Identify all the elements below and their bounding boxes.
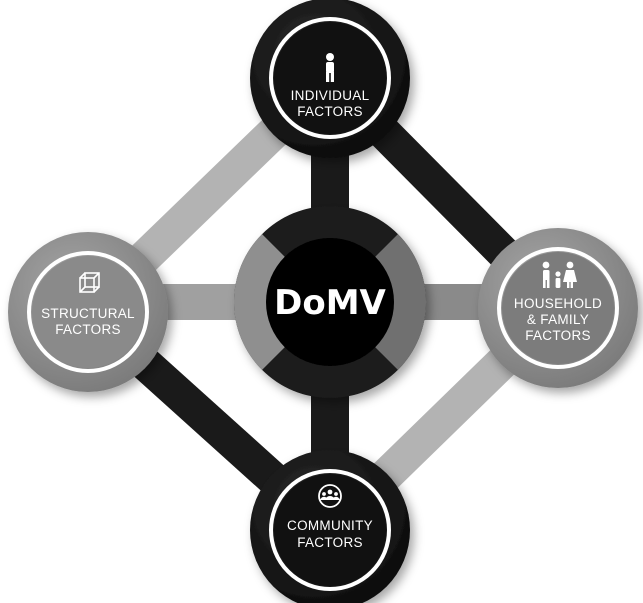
- center-label: DoMV: [274, 283, 386, 323]
- community-label-line2: FACTORS: [297, 535, 363, 550]
- household-label-line2: & FAMILY: [527, 312, 589, 327]
- family-icon: [542, 261, 577, 288]
- cube-icon: [79, 272, 100, 293]
- structural-label-line1: STRUCTURAL: [41, 306, 135, 321]
- household-label-line3: FACTORS: [525, 328, 591, 343]
- structural-label-line2: FACTORS: [55, 322, 121, 337]
- node-community: COMMUNITY FACTORS: [250, 450, 410, 603]
- node-household: HOUSEHOLD & FAMILY FACTORS: [478, 228, 638, 388]
- community-label-line1: COMMUNITY: [287, 518, 373, 533]
- individual-label-line1: INDIVIDUAL: [291, 88, 370, 103]
- group-icon: [318, 484, 342, 508]
- individual-label-line2: FACTORS: [297, 104, 363, 119]
- center-node: [233, 206, 427, 398]
- person-icon: [326, 53, 334, 82]
- node-individual: INDIVIDUAL FACTORS: [250, 0, 410, 158]
- household-label-line1: HOUSEHOLD: [514, 296, 602, 311]
- node-structural: STRUCTURAL FACTORS: [8, 232, 168, 392]
